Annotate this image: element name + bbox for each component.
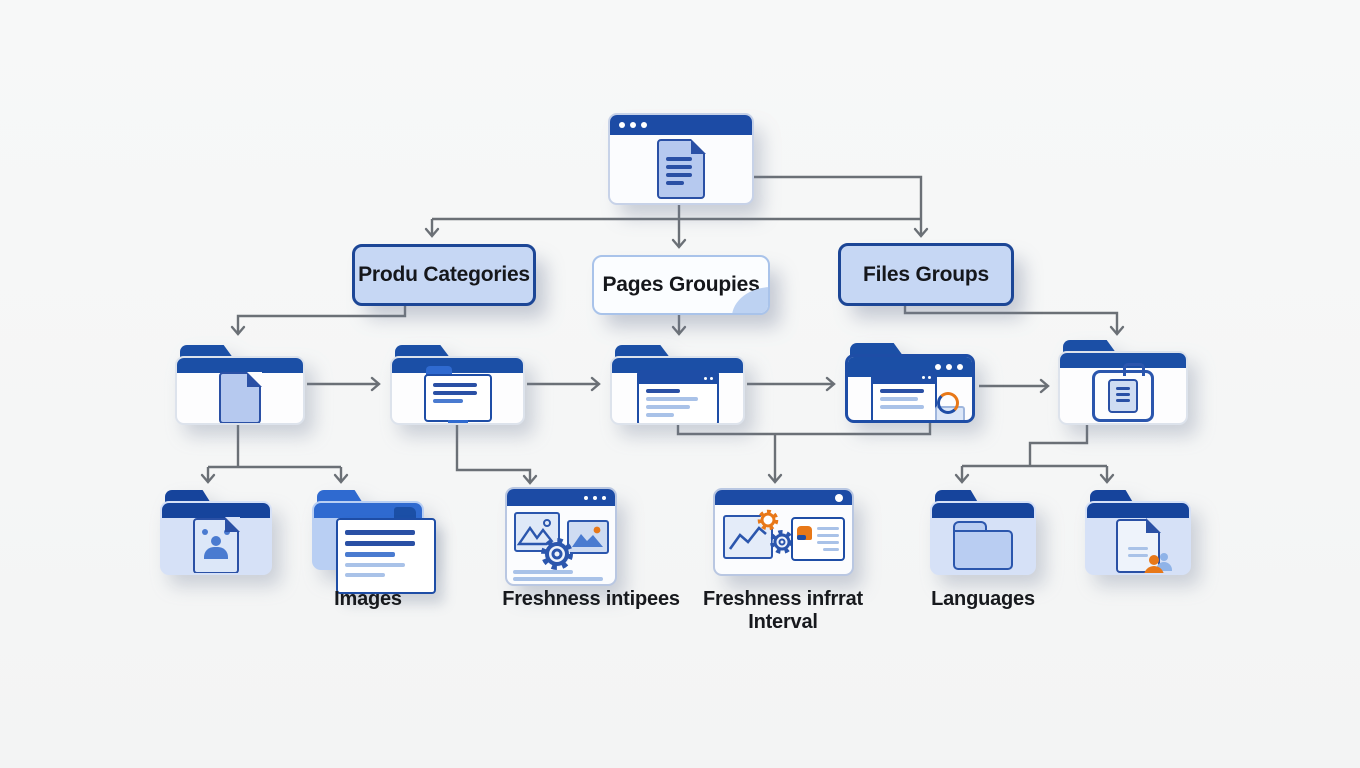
leaf-label-images: Images xyxy=(334,588,402,610)
notes-card-icon xyxy=(336,518,436,594)
window-dot-icon xyxy=(641,122,647,128)
browser-page-icon xyxy=(871,369,937,420)
person-icon xyxy=(1144,554,1164,573)
category-label: Files Groups xyxy=(863,262,989,286)
window-dot-icon xyxy=(935,364,941,370)
category-box-product-categories: Produ Categories xyxy=(352,244,536,306)
mid-node-window-search xyxy=(845,343,975,423)
category-box-files-groups: Files Groups xyxy=(838,243,1014,306)
leaf-node-media-folder xyxy=(160,490,272,575)
category-label: Produ Categories xyxy=(358,263,530,286)
mid-node-pages-folder xyxy=(610,345,745,425)
gear-icon xyxy=(757,509,779,531)
person-icon xyxy=(195,535,237,559)
document-icon xyxy=(219,371,262,423)
root-sitemap-node xyxy=(608,113,754,205)
person-icon xyxy=(1156,552,1172,571)
image-thumbnail-icon xyxy=(514,512,560,552)
browser-list-icon xyxy=(636,370,719,423)
window-titlebar xyxy=(610,115,752,135)
window-dot-icon xyxy=(957,364,963,370)
category-label: Pages Groupies xyxy=(602,273,760,296)
leaf-node-freshness-types xyxy=(505,487,617,586)
gear-icon xyxy=(541,538,573,570)
leaf-label-languages: Languages xyxy=(931,588,1035,610)
leaf-node-freshness-interval xyxy=(713,488,854,576)
mid-node-files-folder xyxy=(1058,340,1188,425)
leaf-node-users-folder xyxy=(1085,490,1191,575)
window-dot-icon xyxy=(630,122,636,128)
mid-node-documents-folder xyxy=(175,345,305,425)
subfolder-icon xyxy=(953,520,1013,571)
leaf-label-freshness-interval: Freshness infrrat Interval xyxy=(703,588,863,633)
form-card-icon xyxy=(423,366,492,423)
image-file-icon xyxy=(193,517,240,573)
document-icon xyxy=(657,138,706,199)
search-preview-icon xyxy=(935,391,965,420)
window-dot-icon xyxy=(946,364,952,370)
leaf-node-languages-folder xyxy=(930,490,1036,575)
leaf-label-freshness-types: Freshness intipees xyxy=(502,588,680,610)
window-dot-icon xyxy=(619,122,625,128)
window-titlebar xyxy=(715,490,852,505)
file-lines-icon xyxy=(1092,362,1154,422)
mid-node-form-folder xyxy=(390,345,525,425)
category-box-pages-groups: Pages Groupies xyxy=(592,255,770,315)
contact-card-icon xyxy=(791,517,845,561)
image-thumbnail-icon xyxy=(567,520,609,554)
window-titlebar xyxy=(507,489,615,506)
